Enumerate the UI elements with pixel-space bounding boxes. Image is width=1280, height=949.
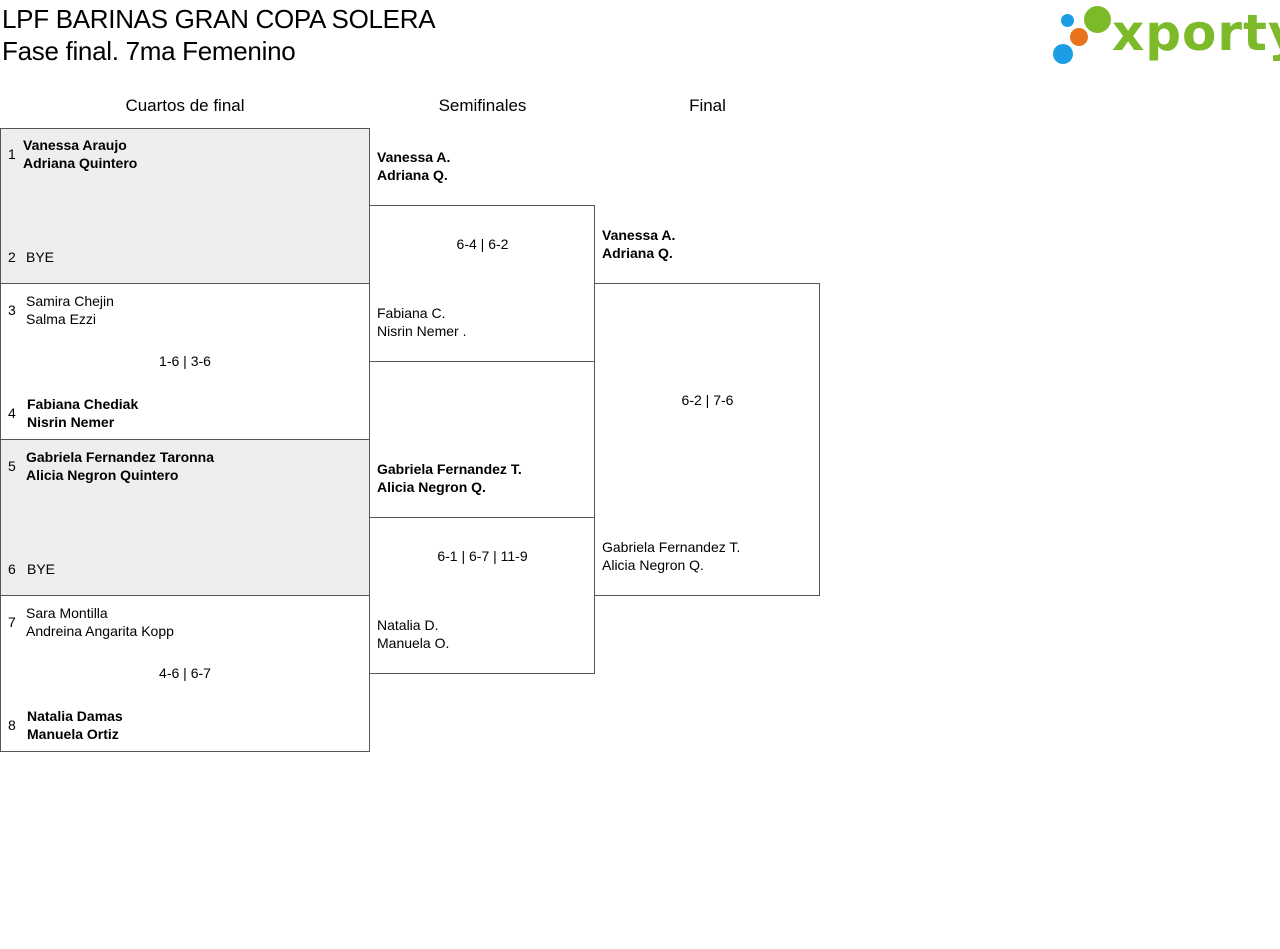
team-player-1: Vanessa A. — [377, 149, 451, 165]
page-title: LPF BARINAS GRAN COPA SOLERA Fase final.… — [2, 3, 436, 67]
match-score: 1-6 | 3-6 — [159, 353, 211, 369]
team-player-1: Samira Chejin — [26, 293, 114, 309]
bye-label: BYE — [26, 249, 55, 265]
team-player-2: Manuela O. — [377, 635, 450, 651]
team-player-2: Nisrin Nemer — [27, 414, 115, 430]
team-player-1: Fabiana Chediak — [27, 396, 139, 412]
seed-number: 3 — [8, 302, 16, 318]
round-header-semifinals: Semifinales — [438, 96, 527, 115]
quarterfinal-match-1 — [0, 128, 370, 284]
logo-wordmark: xporty — [1112, 4, 1280, 62]
seed-number: 5 — [8, 458, 16, 474]
team-player-2: Alicia Negron Q. — [602, 557, 704, 573]
team-player-2: Adriana Q. — [602, 245, 673, 261]
team-player-1: Natalia D. — [377, 617, 439, 633]
seed-number: 6 — [8, 561, 16, 577]
team-player-2: Salma Ezzi — [26, 311, 97, 327]
draw-name: Fase final. 7ma Femenino — [2, 36, 296, 66]
logo-dot-orange — [1070, 28, 1088, 46]
logo-dot-blue — [1053, 44, 1073, 64]
team-player-2: Alicia Negron Quintero — [26, 467, 179, 483]
team-player-1: Gabriela Fernandez Taronna — [26, 449, 215, 465]
team-player-2: Andreina Angarita Kopp — [26, 623, 174, 639]
final-match — [594, 283, 820, 596]
match-score: 4-6 | 6-7 — [159, 665, 211, 681]
seed-number: 1 — [8, 146, 16, 162]
xporty-logo: xporty — [1050, 4, 1280, 66]
seed-number: 2 — [8, 249, 16, 265]
team-player-1: Sara Montilla — [26, 605, 108, 621]
team-player-2: Adriana Q. — [377, 167, 448, 183]
team-player-2: Nisrin Nemer . — [377, 323, 467, 339]
round-header-final: Final — [689, 96, 726, 115]
tournament-name: LPF BARINAS GRAN COPA SOLERA — [2, 4, 436, 34]
team-player-1: Fabiana C. — [377, 305, 446, 321]
logo-dot-blue-small — [1061, 14, 1074, 27]
team-player-1: Gabriela Fernandez T. — [602, 539, 741, 555]
team-player-1: Vanessa A. — [602, 227, 676, 243]
round-header-quarterfinals: Cuartos de final — [125, 96, 245, 115]
quarterfinal-match-3 — [0, 439, 370, 596]
logo-dot-green — [1084, 6, 1111, 33]
team-player-2: Adriana Quintero — [23, 155, 138, 171]
team-player-2: Manuela Ortiz — [27, 726, 119, 742]
match-score: 6-4 | 6-2 — [456, 236, 509, 252]
match-score: 6-2 | 7-6 — [681, 392, 734, 408]
seed-number: 7 — [8, 614, 16, 630]
team-player-1: Natalia Damas — [27, 708, 123, 724]
match-score: 6-1 | 6-7 | 11-9 — [437, 548, 528, 564]
team-player-2: Alicia Negron Q. — [377, 479, 486, 495]
seed-number: 8 — [8, 717, 16, 733]
seed-number: 4 — [8, 405, 16, 421]
team-player-1: Vanessa Araujo — [23, 137, 127, 153]
bye-label: BYE — [27, 561, 56, 577]
team-player-1: Gabriela Fernandez T. — [377, 461, 522, 477]
